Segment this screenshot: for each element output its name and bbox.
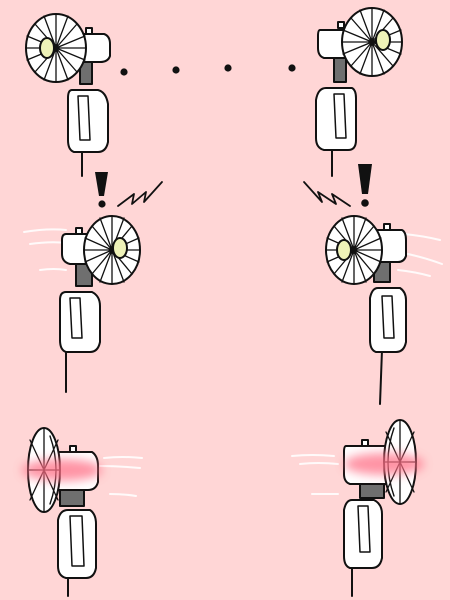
- wind-lines-icon: [397, 233, 443, 277]
- fan-right-1: [315, 7, 403, 177]
- wind-lines-icon: [99, 456, 143, 497]
- surprise-squiggle-icon: [117, 181, 163, 207]
- fan-left-1: [25, 13, 111, 177]
- exclamation-icon: [95, 172, 108, 208]
- exclamation-icon: [358, 164, 372, 207]
- fan-right-3: [343, 419, 417, 597]
- blush-icon: [22, 459, 102, 481]
- fan-hub: [112, 237, 128, 259]
- fan-shadow: [333, 55, 347, 83]
- blush-icon: [344, 453, 424, 475]
- dots-icon: [120, 64, 296, 76]
- fan-head: [25, 13, 87, 83]
- fan-right-2: [325, 215, 407, 405]
- fan-left-2: [59, 215, 141, 393]
- fan-hub: [39, 37, 55, 59]
- fan-head: [325, 215, 383, 285]
- fan-hub: [375, 29, 391, 51]
- fan-hub: [336, 239, 352, 261]
- wind-lines-icon: [291, 454, 339, 495]
- fan-head: [341, 7, 403, 77]
- fan-head: [83, 215, 141, 285]
- surprise-squiggle-icon: [303, 181, 351, 207]
